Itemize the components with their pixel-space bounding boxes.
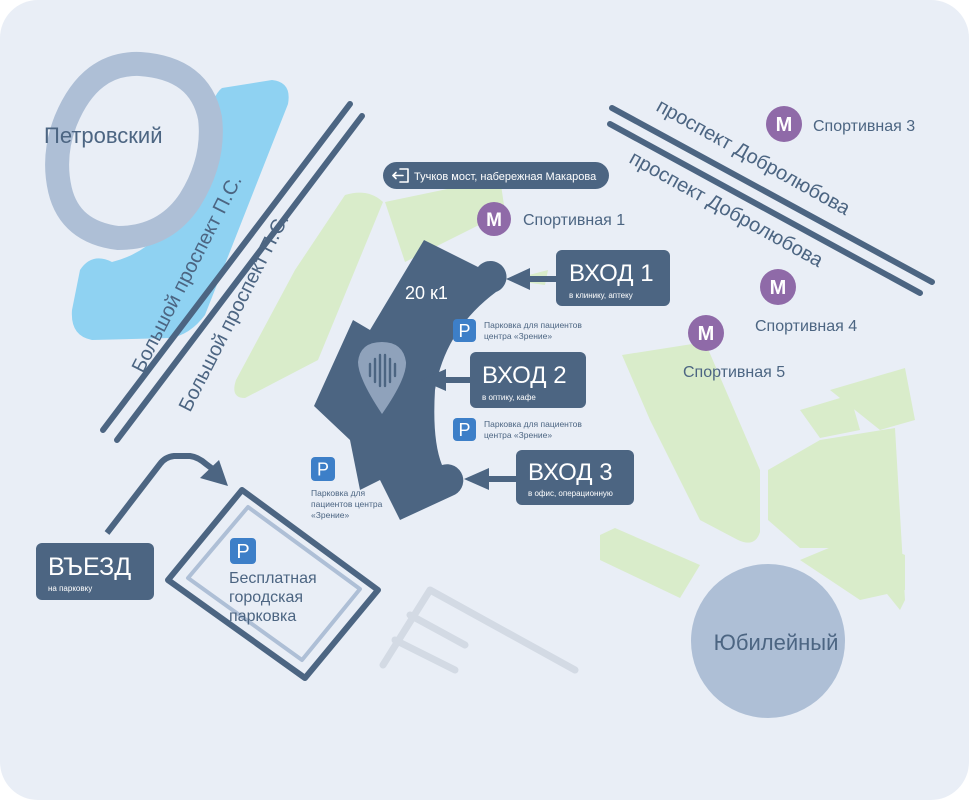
metro-icon: [477, 202, 511, 236]
entry-route-arrow: [104, 453, 228, 535]
free-parking-lot-inner: [186, 505, 362, 662]
parking-icon: [453, 319, 476, 342]
metro-station-5: M Спортивная 5: [683, 315, 785, 381]
metro-station-1: M Спортивная 1: [477, 202, 625, 236]
parking-icon: [230, 538, 256, 564]
parking-3-line-2: пациентов центра: [311, 499, 383, 509]
entrance-2-title: ВХОД 2: [482, 362, 567, 389]
parking-1: P Парковка для пациентов центра «Зрение»: [453, 319, 582, 342]
building-20k1: [314, 240, 507, 520]
park-areas: [234, 178, 915, 610]
metro-3-label: Спортивная 3: [813, 118, 915, 135]
entrance-arrows: [421, 268, 558, 490]
yubileyny-label: Юбилейный: [714, 630, 839, 655]
entrance-2-box: ВХОД 2 в оптику, кафе: [470, 352, 586, 408]
exit-icon: [392, 168, 409, 183]
free-parking-line-3: парковка: [229, 608, 296, 625]
parking-2: P Парковка для пациентов центра «Зрение»: [453, 418, 582, 441]
minor-roads: [379, 586, 579, 674]
parking-3-line-3: «Зрение»: [311, 510, 349, 520]
metro-4-label: Спортивная 4: [755, 318, 857, 335]
free-parking-lot: [165, 487, 381, 681]
entrance-3-title: ВХОД 3: [528, 459, 613, 486]
entry-vezd-box: ВЪЕЗД на парковку: [36, 543, 154, 600]
entrance-3-box: ВХОД 3 в офис, операционную: [516, 450, 634, 505]
metro-symbol: M: [698, 323, 715, 345]
parking-symbol: P: [458, 321, 470, 341]
metro-station-4: M Спортивная 4: [755, 269, 857, 335]
parking-3-line-1: Парковка для: [311, 488, 366, 498]
free-parking-line-2: городская: [229, 589, 303, 606]
entrance-2-subtitle: в оптику, кафе: [482, 393, 536, 402]
free-parking-label: P Бесплатная городская парковка: [229, 538, 317, 625]
petrovsky-stadium-ring: [45, 51, 223, 251]
metro-icon: [766, 106, 802, 142]
metro-symbol: M: [776, 114, 793, 136]
metro-icon: [688, 315, 724, 351]
metro-symbol: M: [486, 210, 502, 231]
dobrolyubova-road: [607, 105, 935, 296]
vezd-title: ВЪЕЗД: [48, 553, 131, 581]
clinic-logo-icon: [368, 353, 397, 388]
entrance-3-subtitle: в офис, операционную: [528, 489, 613, 498]
vezd-subtitle: на парковку: [48, 584, 92, 593]
parking-icon: [453, 418, 476, 441]
metro-5-label: Спортивная 5: [683, 364, 785, 381]
parking-1-line-2: центра «Зрение»: [484, 331, 552, 341]
entrance-1-box: ВХОД 1 в клинику, аптеку: [556, 250, 670, 306]
metro-station-3: M Спортивная 3: [766, 106, 915, 142]
bolshoy-prospekt-road: [100, 101, 365, 443]
yubileyny-stadium: [691, 564, 845, 718]
free-parking-line-1: Бесплатная: [229, 570, 317, 587]
parking-3: P Парковка для пациентов центра «Зрение»: [311, 457, 383, 520]
parking-symbol: P: [458, 420, 470, 440]
metro-icon: [760, 269, 796, 305]
location-pin: [358, 342, 407, 414]
petrovsky-label: Петровский: [44, 123, 163, 148]
parking-2-line-1: Парковка для пациентов: [484, 419, 582, 429]
parking-symbol: P: [236, 541, 249, 563]
parking-2-line-2: центра «Зрение»: [484, 430, 552, 440]
exit-sign: Тучков мост, набережная Макарова: [383, 162, 609, 189]
building-label: 20 к1: [405, 283, 448, 303]
metro-1-label: Спортивная 1: [523, 212, 625, 229]
parking-symbol: P: [317, 460, 329, 480]
parking-icon: [311, 457, 335, 481]
exit-sign-label: Тучков мост, набережная Макарова: [414, 171, 597, 183]
entrance-1-subtitle: в клинику, аптеку: [569, 291, 633, 300]
metro-symbol: M: [770, 277, 787, 299]
entrance-1-title: ВХОД 1: [569, 260, 654, 287]
parking-1-line-1: Парковка для пациентов: [484, 320, 582, 330]
